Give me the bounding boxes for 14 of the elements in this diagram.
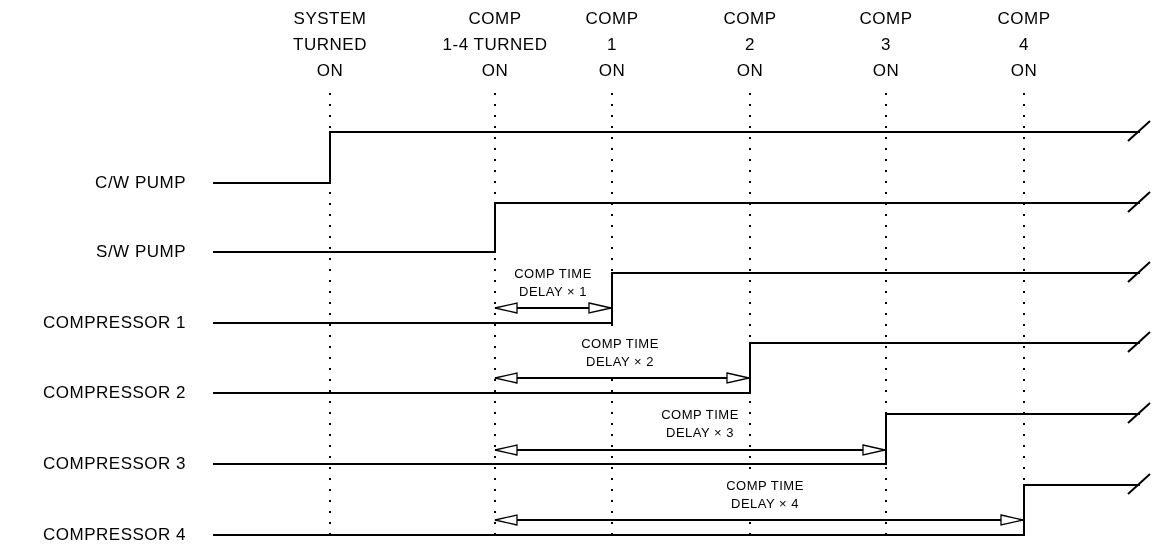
delay-label: COMP TIME DELAY × 2 bbox=[579, 335, 661, 371]
signal-name: COMPRESSOR 4 bbox=[43, 524, 186, 546]
signal-name: C/W PUMP bbox=[95, 172, 186, 194]
event-label: COMP 4 ON bbox=[997, 8, 1051, 82]
signal-name: COMPRESSOR 2 bbox=[43, 382, 186, 404]
signal-name: COMPRESSOR 3 bbox=[43, 453, 186, 475]
event-label: COMP 3 ON bbox=[859, 8, 913, 82]
event-label: COMP 1 ON bbox=[585, 8, 639, 82]
delay-label: COMP TIME DELAY × 4 bbox=[724, 477, 806, 513]
event-label: COMP 1-4 TURNED ON bbox=[442, 8, 548, 82]
signal-name: COMPRESSOR 1 bbox=[43, 312, 186, 334]
event-label: COMP 2 ON bbox=[723, 8, 777, 82]
signal-name: S/W PUMP bbox=[96, 241, 186, 263]
event-label: SYSTEM TURNED ON bbox=[293, 8, 367, 82]
